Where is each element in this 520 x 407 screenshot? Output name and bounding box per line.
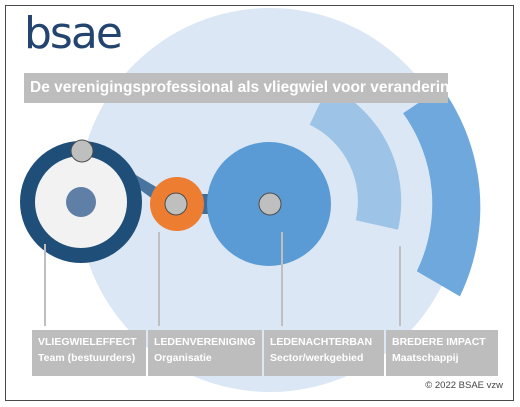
joint-pin-association [164, 192, 188, 216]
label-heading: BREDERE IMPACT [392, 336, 486, 348]
joint-pin-top [70, 139, 94, 163]
label-heading: LEDENACHTERBAN [270, 336, 373, 348]
label-subtext: Maatschappij [392, 352, 459, 364]
label-association: LEDENVERENIGING Organisatie [148, 330, 262, 376]
label-subtext: Sector/werkgebied [270, 352, 364, 364]
flywheel-diagram [20, 8, 481, 392]
page-title: De verenigingsprofessional als vliegwiel… [30, 79, 459, 96]
copyright-notice: © 2022 BSAE vzw [425, 380, 503, 391]
label-member-base: LEDENACHTERBAN Sector/werkgebied [264, 330, 384, 376]
flywheel-hub [66, 187, 96, 217]
title-bar: De verenigingsprofessional als vliegwiel… [24, 73, 459, 103]
label-heading: LEDENVERENIGING [154, 336, 256, 348]
impact-arc-outer [403, 87, 481, 297]
label-heading: VLIEGWIELEFFECT [38, 336, 137, 348]
label-wider-impact: BREDERE IMPACT Maatschappij [386, 330, 498, 376]
label-subtext: Team (bestuurders) [38, 352, 136, 364]
label-flywheel-effect: VLIEGWIELEFFECT Team (bestuurders) [32, 330, 146, 376]
joint-pin-member-base [258, 192, 282, 216]
label-subtext: Organisatie [154, 352, 212, 364]
frame: bsae De verenigingsprofessional als vlie… [5, 5, 514, 401]
impact-arc-inner [309, 85, 402, 230]
bsae-logo: bsae [24, 8, 123, 59]
